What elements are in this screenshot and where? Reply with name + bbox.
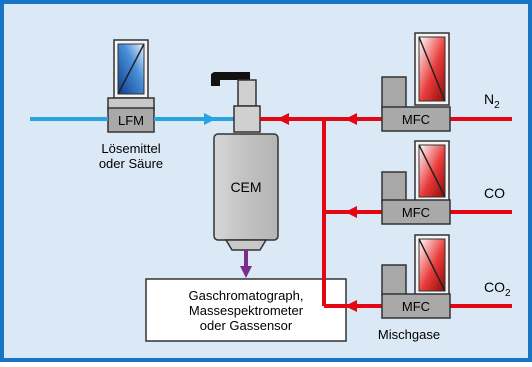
detector-line2: Massespektrometer <box>189 303 304 318</box>
output-flow-arrow <box>240 266 252 278</box>
gas-label-co2: CO2 <box>484 279 511 299</box>
cem-device <box>211 72 279 251</box>
gas-arrow-n2 <box>345 113 357 125</box>
lfm-caption-line1: Lösemittel <box>101 141 160 156</box>
gas-arrow-co <box>345 206 357 218</box>
mfc-label-co: MFC <box>402 205 430 220</box>
mix-gases-caption: Mischgase <box>378 327 440 342</box>
gas-arrow-main <box>277 113 289 125</box>
cem-label: CEM <box>230 179 261 195</box>
gas-label-co: CO <box>484 185 505 201</box>
gas-label-n2: N2 <box>484 91 500 111</box>
gas-arrow-co2 <box>345 300 357 312</box>
mfc-label-n2: MFC <box>402 112 430 127</box>
lfm-label: LFM <box>118 113 144 128</box>
mfc-device-n2 <box>381 32 451 132</box>
gas-flow-lines <box>260 113 512 312</box>
liquid-flow-arrow <box>204 113 216 125</box>
detector-line1: Gaschromatograph, <box>189 288 304 303</box>
lfm-caption-line2: oder Säure <box>99 156 163 171</box>
detector-box <box>145 278 347 342</box>
detector-line3: oder Gassensor <box>200 318 293 333</box>
mfc-device-co <box>381 140 451 225</box>
lfm-device <box>107 39 155 133</box>
mfc-label-co2: MFC <box>402 299 430 314</box>
liquid-flow-line <box>30 113 234 125</box>
output-flow-line <box>240 250 252 278</box>
mfc-device-co2 <box>381 234 451 319</box>
